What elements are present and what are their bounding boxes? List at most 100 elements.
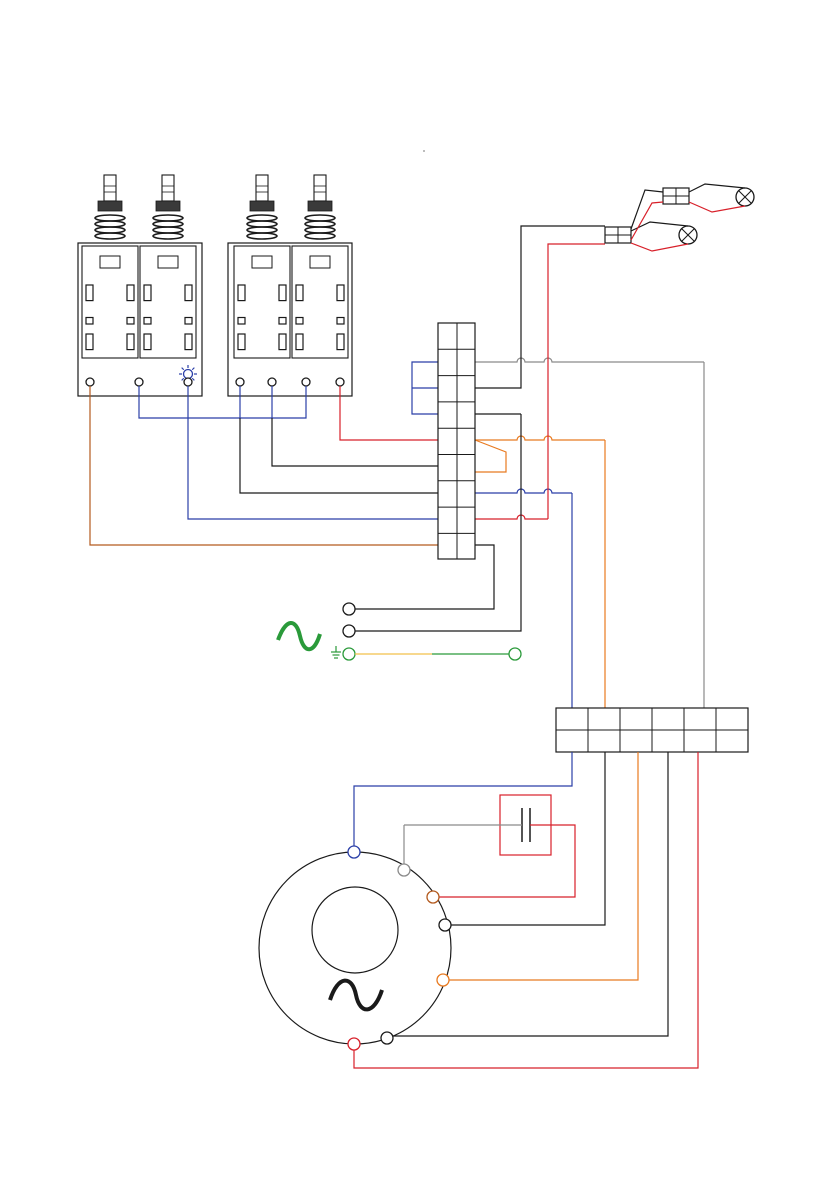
switch-contact xyxy=(144,318,151,325)
switch-contact xyxy=(185,285,192,301)
wire-red-lamp xyxy=(548,244,605,519)
switch-contact xyxy=(296,285,303,301)
earth-terminal-end xyxy=(509,648,521,660)
lamp-cross-icon xyxy=(736,188,754,206)
pushbutton-3 xyxy=(234,175,290,358)
pushbutton-nut xyxy=(156,201,180,211)
stray-dot xyxy=(423,150,424,151)
ac-sine-icon xyxy=(278,623,320,649)
motor-terminal xyxy=(427,891,439,903)
motor-terminal xyxy=(348,1038,360,1050)
pushbutton-stem xyxy=(314,175,326,201)
motor-terminal xyxy=(437,974,449,986)
switch-contact xyxy=(296,334,303,350)
wire-motor-black xyxy=(445,752,605,925)
wire-blue-light xyxy=(188,386,456,519)
switch-terminal xyxy=(236,378,244,386)
wire-lamp-black xyxy=(631,222,688,231)
pushbutton-spring-coil xyxy=(305,227,335,233)
wire-black-power xyxy=(349,414,521,631)
switch-terminal xyxy=(268,378,276,386)
pushbutton-spring-coil xyxy=(153,227,183,233)
wire-cap-red xyxy=(438,825,575,897)
wire-lamp-red xyxy=(631,243,688,251)
switch-contact xyxy=(185,334,192,350)
motor-terminal xyxy=(348,846,360,858)
wire-motor-blue xyxy=(354,752,572,852)
switch-contact xyxy=(127,334,134,350)
pushbutton-spring-coil xyxy=(305,233,335,239)
switch-contact xyxy=(238,318,245,325)
switch-terminal xyxy=(135,378,143,386)
wire-blue xyxy=(475,489,572,493)
pushbutton-nut xyxy=(308,201,332,211)
pushbutton-spring-coil xyxy=(153,221,183,227)
wire-orange-jumper xyxy=(475,440,506,472)
pushbutton-spring-coil xyxy=(153,215,183,221)
wire-black-switch xyxy=(272,418,456,466)
switch-terminal xyxy=(302,378,310,386)
wire-orange xyxy=(475,436,605,440)
pushbutton-nut xyxy=(250,201,274,211)
switch-actuator xyxy=(310,256,330,268)
switch-contact xyxy=(337,318,344,325)
pushbutton-spring-coil xyxy=(247,227,277,233)
lamp-cross-icon xyxy=(679,226,697,244)
motor-terminal xyxy=(398,864,410,876)
switch-actuator xyxy=(158,256,178,268)
motor-rotor xyxy=(312,887,398,973)
switch-contact xyxy=(238,334,245,350)
wire-black-lamp xyxy=(475,226,605,388)
pushbutton-nut xyxy=(98,201,122,211)
switch-contact xyxy=(127,285,134,301)
switch-contact xyxy=(86,334,93,350)
switch-terminal xyxy=(86,378,94,386)
wire-lamp-black xyxy=(689,184,745,192)
switch-contact xyxy=(144,285,151,301)
pushbutton-1 xyxy=(82,175,138,358)
switch-terminal-light xyxy=(184,378,192,386)
pushbutton-spring-coil xyxy=(247,221,277,227)
wire-grey xyxy=(475,358,704,362)
motor-terminal xyxy=(381,1032,393,1044)
switch-terminal xyxy=(336,378,344,386)
wire-lamp-red xyxy=(689,202,745,212)
pushbutton-spring-coil xyxy=(95,221,125,227)
switch-actuator xyxy=(100,256,120,268)
terminal-block-horizontal xyxy=(556,708,748,752)
switch-contact xyxy=(127,318,134,325)
switch-contact xyxy=(337,285,344,301)
pushbutton-stem xyxy=(256,175,268,201)
pushbutton-spring-coil xyxy=(305,221,335,227)
switch-contact xyxy=(144,334,151,350)
wire-lamp-red xyxy=(631,202,663,240)
pushbutton-2 xyxy=(140,175,196,358)
power-terminal-line xyxy=(343,603,355,615)
switch-contact xyxy=(279,318,286,325)
pushbutton-spring-coil xyxy=(95,233,125,239)
capacitor xyxy=(404,795,575,897)
switch-contact xyxy=(296,318,303,325)
pushbutton-4 xyxy=(292,175,348,358)
power-terminal-neutral xyxy=(343,625,355,637)
switch-contact xyxy=(238,285,245,301)
switch-contact xyxy=(185,318,192,325)
pushbutton-spring-coil xyxy=(305,215,335,221)
switch-actuator xyxy=(252,256,272,268)
pushbutton-switch-group xyxy=(78,175,352,396)
switch-contact xyxy=(337,334,344,350)
earth-ground-icon xyxy=(331,646,341,658)
switch-contact xyxy=(279,334,286,350)
switch-contact xyxy=(86,318,93,325)
pushbutton-stem xyxy=(162,175,174,201)
wire-red xyxy=(475,515,548,519)
switch-contact xyxy=(86,285,93,301)
motor-terminal xyxy=(439,919,451,931)
pushbutton-stem xyxy=(104,175,116,201)
pushbutton-spring-coil xyxy=(95,215,125,221)
power-terminal-earth xyxy=(343,648,355,660)
pushbutton-spring-coil xyxy=(153,233,183,239)
sun-icon-core xyxy=(184,370,193,379)
switch-contact xyxy=(279,285,286,301)
